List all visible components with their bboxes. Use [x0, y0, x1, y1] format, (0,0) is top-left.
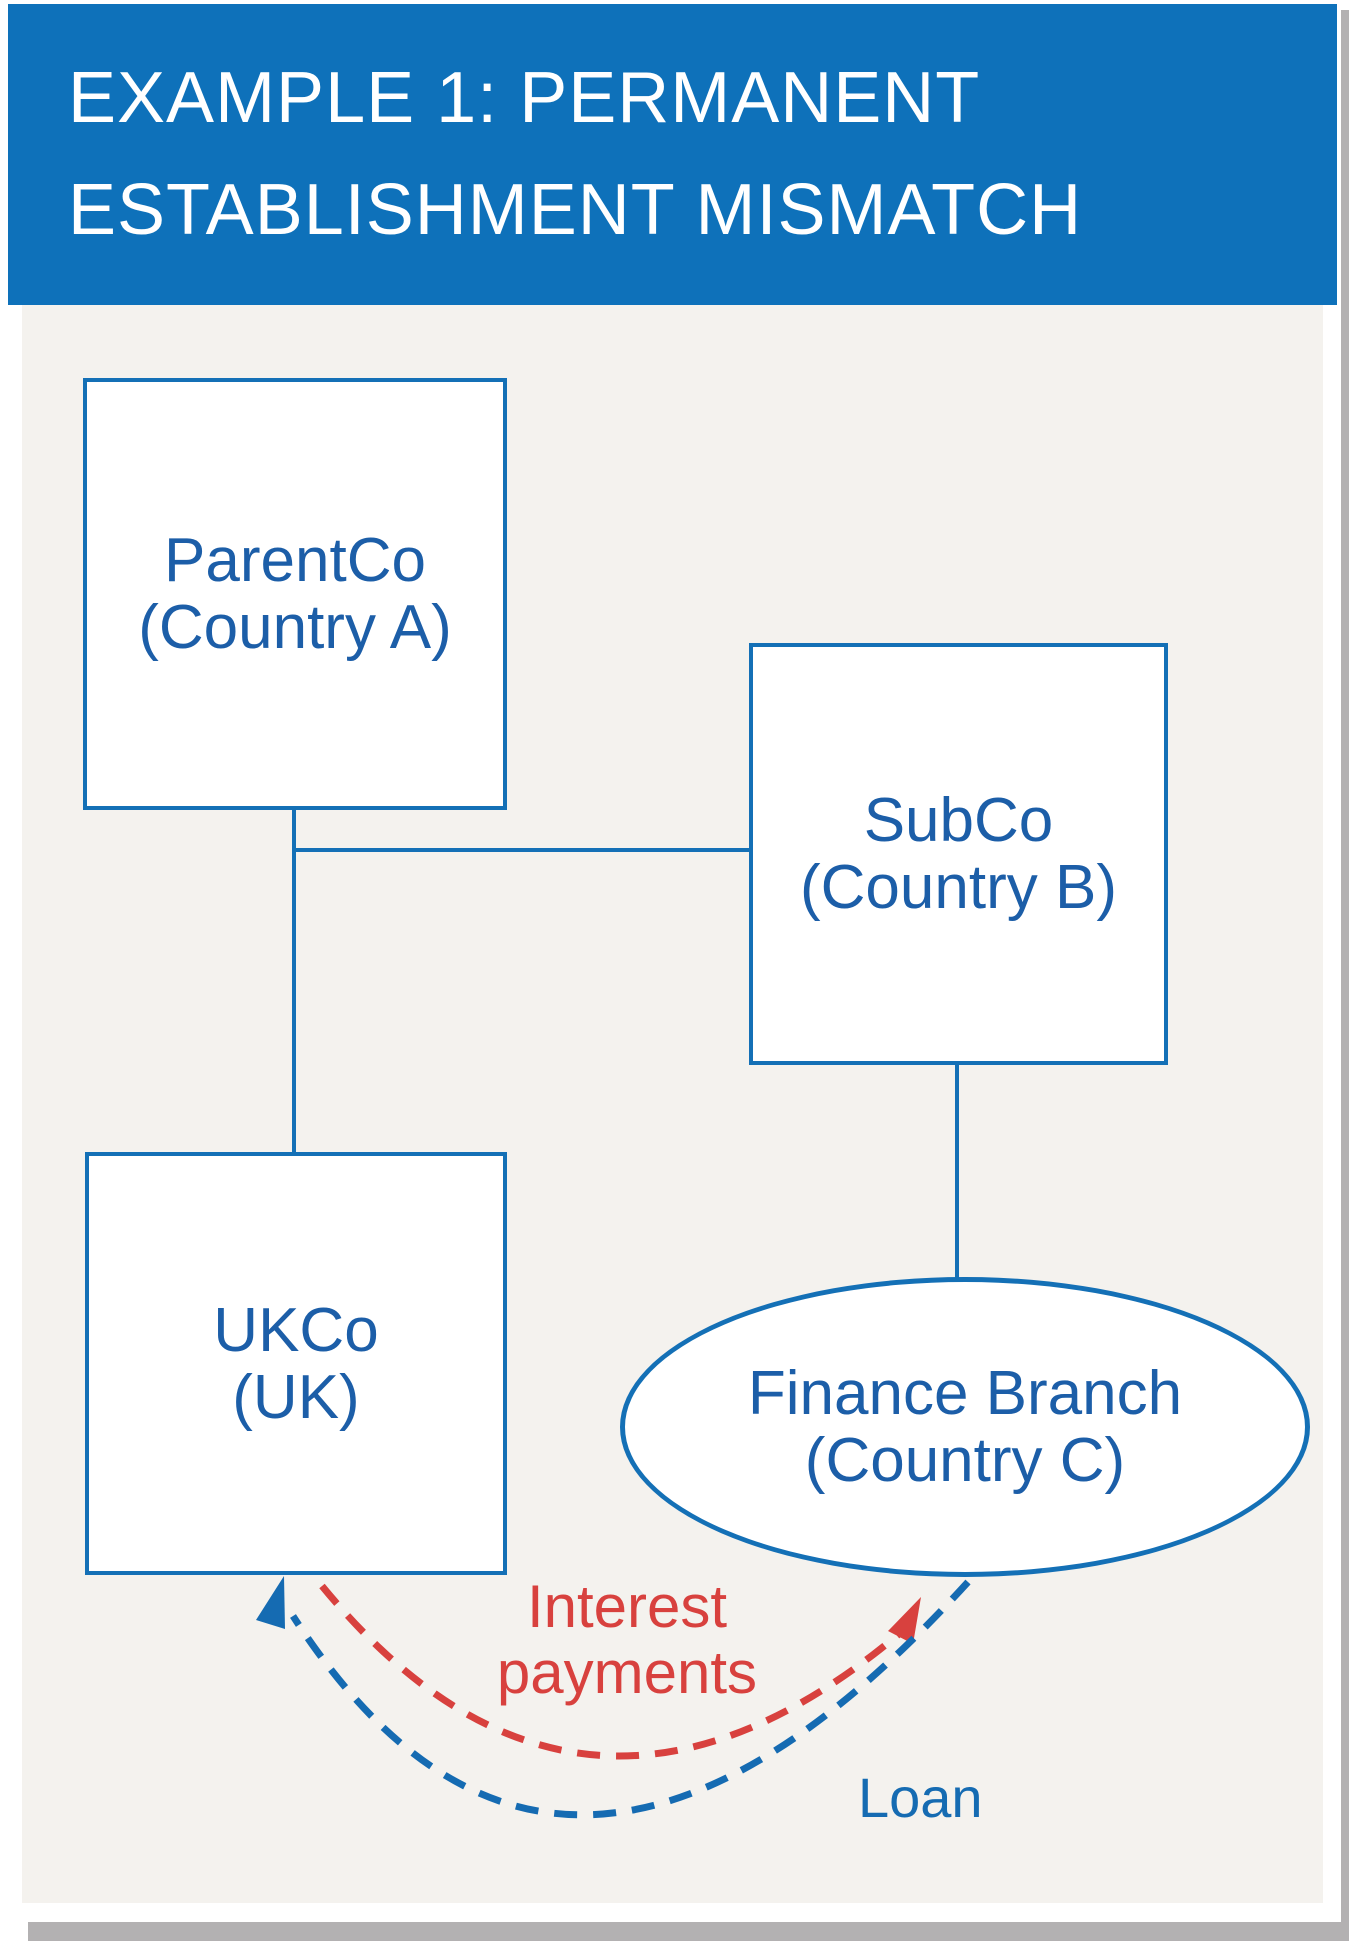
subco-country: (Country B)	[800, 853, 1117, 922]
subco-name: SubCo	[863, 786, 1054, 855]
loan-label: Loan	[858, 1766, 983, 1829]
finance-branch-name: Finance Branch	[747, 1359, 1183, 1428]
parentco-country: (Country A)	[138, 593, 452, 662]
node-subco: SubCo (Country B)	[749, 643, 1168, 1065]
parentco-name: ParentCo	[164, 526, 426, 595]
interest-label-line-2: payments	[496, 1639, 758, 1706]
ukco-country: (UK)	[232, 1362, 360, 1432]
node-finance-branch: Finance Branch (Country C)	[620, 1277, 1310, 1577]
page-shadow-right	[1341, 10, 1349, 1941]
connector-parentco-ukco	[292, 810, 296, 1152]
connector-subco-financebranch	[955, 1065, 959, 1279]
ukco-name: UKCo	[213, 1295, 379, 1365]
title-line-1: EXAMPLE 1: PERMANENT	[68, 58, 981, 138]
interest-label-line-1: Interest	[526, 1573, 728, 1640]
page-shadow-bottom	[28, 1922, 1349, 1941]
node-ukco: UKCo (UK)	[85, 1152, 507, 1575]
title-line-2: ESTABLISHMENT MISMATCH	[68, 170, 1083, 250]
finance-branch-country: (Country C)	[804, 1426, 1126, 1495]
node-parentco: ParentCo (Country A)	[83, 378, 507, 810]
interest-payments-label: Interest payments	[417, 1574, 837, 1706]
title-banner: EXAMPLE 1: PERMANENT ESTABLISHMENT MISMA…	[8, 4, 1337, 305]
connector-parentco-subco	[292, 848, 751, 852]
